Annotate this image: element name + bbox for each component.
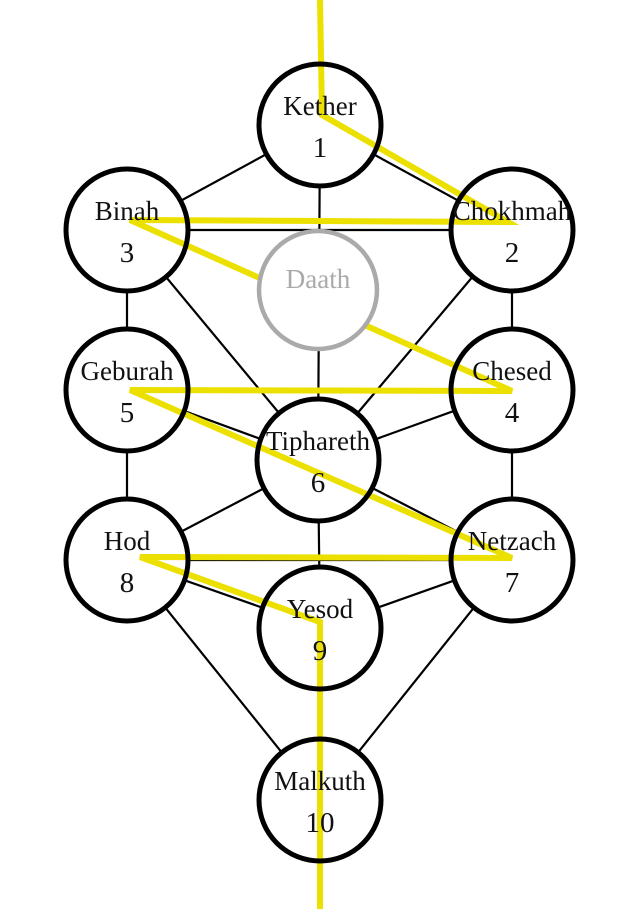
geburah-number: 5 [120, 397, 135, 429]
hod-fill [66, 499, 188, 621]
malkuth-number: 10 [306, 807, 335, 839]
chokhmah-circle [448, 166, 576, 294]
tiphareth-circle [254, 396, 382, 524]
geburah-fill [66, 329, 188, 451]
chokhmah-fill [451, 169, 573, 291]
kether-fill [259, 64, 381, 186]
malkuth-circle [256, 736, 384, 864]
binah-circle [63, 166, 191, 294]
hod-circle [63, 496, 191, 624]
malkuth-name: Malkuth [274, 766, 366, 796]
hod-number: 8 [120, 567, 135, 599]
chesed-name: Chesed [472, 356, 552, 386]
yesod-name: Yesod [287, 594, 354, 624]
yesod-number: 9 [313, 635, 328, 667]
geburah-circle [63, 326, 191, 454]
geburah-name: Geburah [81, 356, 174, 386]
daath-circle [256, 228, 380, 352]
chokhmah-number: 2 [505, 237, 520, 269]
kether-number: 1 [313, 132, 328, 164]
binah-fill [66, 169, 188, 291]
hod-name: Hod [104, 526, 151, 556]
tiphareth-name: Tiphareth [266, 426, 371, 456]
kether-name: Kether [283, 91, 356, 121]
binah-number: 3 [120, 237, 135, 269]
netzach-circle [448, 496, 576, 624]
chesed-number: 4 [505, 397, 520, 429]
yesod-circle [256, 564, 384, 692]
lightning-flash-path [128, 0, 520, 909]
tiphareth-fill [257, 399, 379, 521]
binah-name: Binah [95, 196, 160, 226]
tiphareth-number: 6 [311, 467, 326, 499]
kether-circle [256, 61, 384, 189]
netzach-name: Netzach [468, 526, 557, 556]
netzach-number: 7 [505, 567, 520, 599]
daath-label: Daath [286, 264, 351, 294]
chokhmah-name: Chokhmah [453, 196, 572, 226]
chesed-circle [448, 326, 576, 454]
